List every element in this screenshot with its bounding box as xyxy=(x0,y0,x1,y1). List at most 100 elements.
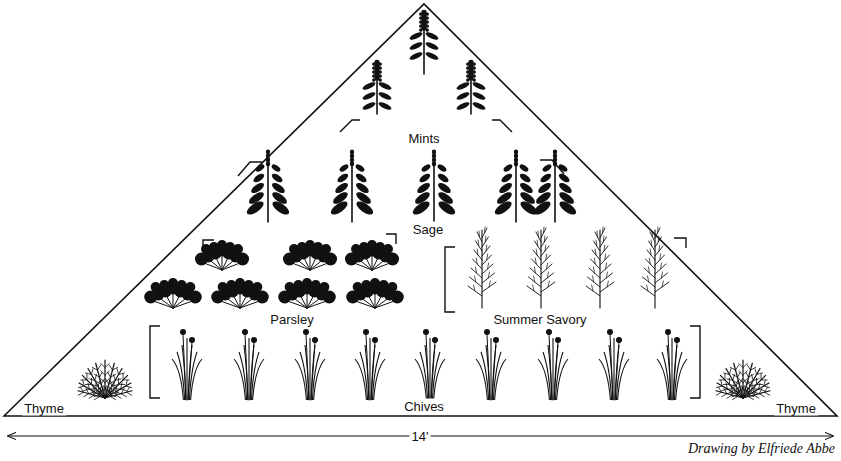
leaf-cluster xyxy=(379,280,389,290)
stem xyxy=(115,386,116,392)
stem xyxy=(759,394,764,397)
stem xyxy=(486,254,488,260)
leaf-cluster xyxy=(235,278,245,288)
stem xyxy=(530,268,541,278)
bed-bracket xyxy=(203,240,214,250)
stem xyxy=(651,240,653,246)
leaf-cluster xyxy=(370,278,380,288)
stem xyxy=(596,240,598,246)
stem xyxy=(593,267,594,273)
leaf-cluster xyxy=(236,253,249,266)
stem xyxy=(80,387,83,392)
chive-blade xyxy=(599,359,610,400)
leaf xyxy=(266,162,270,167)
leaf xyxy=(557,199,578,217)
leaf xyxy=(472,101,487,112)
stem xyxy=(655,237,662,247)
chive-blade xyxy=(314,359,325,400)
plant-label: Thyme xyxy=(22,401,66,416)
stem xyxy=(761,374,762,380)
stem xyxy=(650,249,652,255)
stem xyxy=(724,373,730,374)
leaf xyxy=(418,172,432,184)
stem xyxy=(761,379,767,380)
stem xyxy=(84,389,90,391)
stem xyxy=(470,277,483,287)
stem xyxy=(732,393,738,394)
stem xyxy=(482,237,489,247)
chive-blade xyxy=(355,359,366,400)
leaf-cluster xyxy=(311,280,321,290)
stem xyxy=(474,250,482,260)
stem xyxy=(117,369,119,375)
stem xyxy=(110,397,115,400)
stem xyxy=(91,369,93,375)
stem xyxy=(541,237,548,247)
stem xyxy=(118,378,119,384)
plants xyxy=(78,10,770,400)
stem xyxy=(754,395,759,398)
stem xyxy=(748,397,753,400)
leaf xyxy=(432,162,436,167)
leaf xyxy=(377,78,382,83)
stem xyxy=(84,394,89,397)
stem xyxy=(736,388,741,391)
leaf xyxy=(409,41,424,52)
chive-blade xyxy=(309,338,310,400)
leaf xyxy=(518,163,529,173)
leaf-cluster xyxy=(244,280,254,290)
stem xyxy=(746,372,749,377)
stem xyxy=(468,286,482,296)
stem xyxy=(114,375,116,381)
leaf xyxy=(436,172,450,184)
stem xyxy=(655,273,668,283)
stem xyxy=(477,249,479,255)
stem xyxy=(116,390,119,395)
leaf xyxy=(362,91,377,102)
stem xyxy=(745,386,747,392)
leaf xyxy=(518,172,532,184)
stem xyxy=(600,255,610,265)
stem xyxy=(98,388,103,391)
stem xyxy=(606,263,607,269)
plant-label: Parsley xyxy=(268,312,315,327)
stem xyxy=(541,228,546,238)
stem xyxy=(759,383,760,389)
leaf xyxy=(411,199,432,217)
stem xyxy=(595,232,600,242)
stem xyxy=(751,383,752,389)
chive-flower xyxy=(180,329,186,335)
stem xyxy=(734,391,740,392)
stem xyxy=(659,245,661,251)
stem xyxy=(554,342,558,400)
stem xyxy=(594,241,601,251)
stem xyxy=(549,334,552,400)
stem xyxy=(119,373,125,374)
chive-blade xyxy=(434,359,445,400)
chive-blade xyxy=(495,359,506,400)
stem xyxy=(109,387,110,393)
stem xyxy=(104,386,107,391)
chive-blade xyxy=(676,359,687,400)
plant-label: Sage xyxy=(411,222,445,237)
stem xyxy=(101,379,105,383)
stem xyxy=(371,342,375,400)
stem xyxy=(88,383,89,389)
stem xyxy=(600,246,608,256)
leaf-cluster xyxy=(233,244,243,254)
leaf-cluster xyxy=(386,253,399,266)
stem xyxy=(123,379,129,380)
stem xyxy=(755,369,757,375)
stem xyxy=(482,264,493,274)
chive-flower xyxy=(674,337,680,343)
chive-flower xyxy=(665,329,671,335)
leaf xyxy=(425,51,440,62)
leaf xyxy=(378,81,393,92)
stem xyxy=(94,374,99,377)
stem xyxy=(600,282,614,292)
stem xyxy=(744,379,747,384)
stem xyxy=(96,381,101,384)
chive-flower xyxy=(616,337,622,343)
leaf-cluster xyxy=(324,253,337,266)
stem xyxy=(534,276,535,282)
